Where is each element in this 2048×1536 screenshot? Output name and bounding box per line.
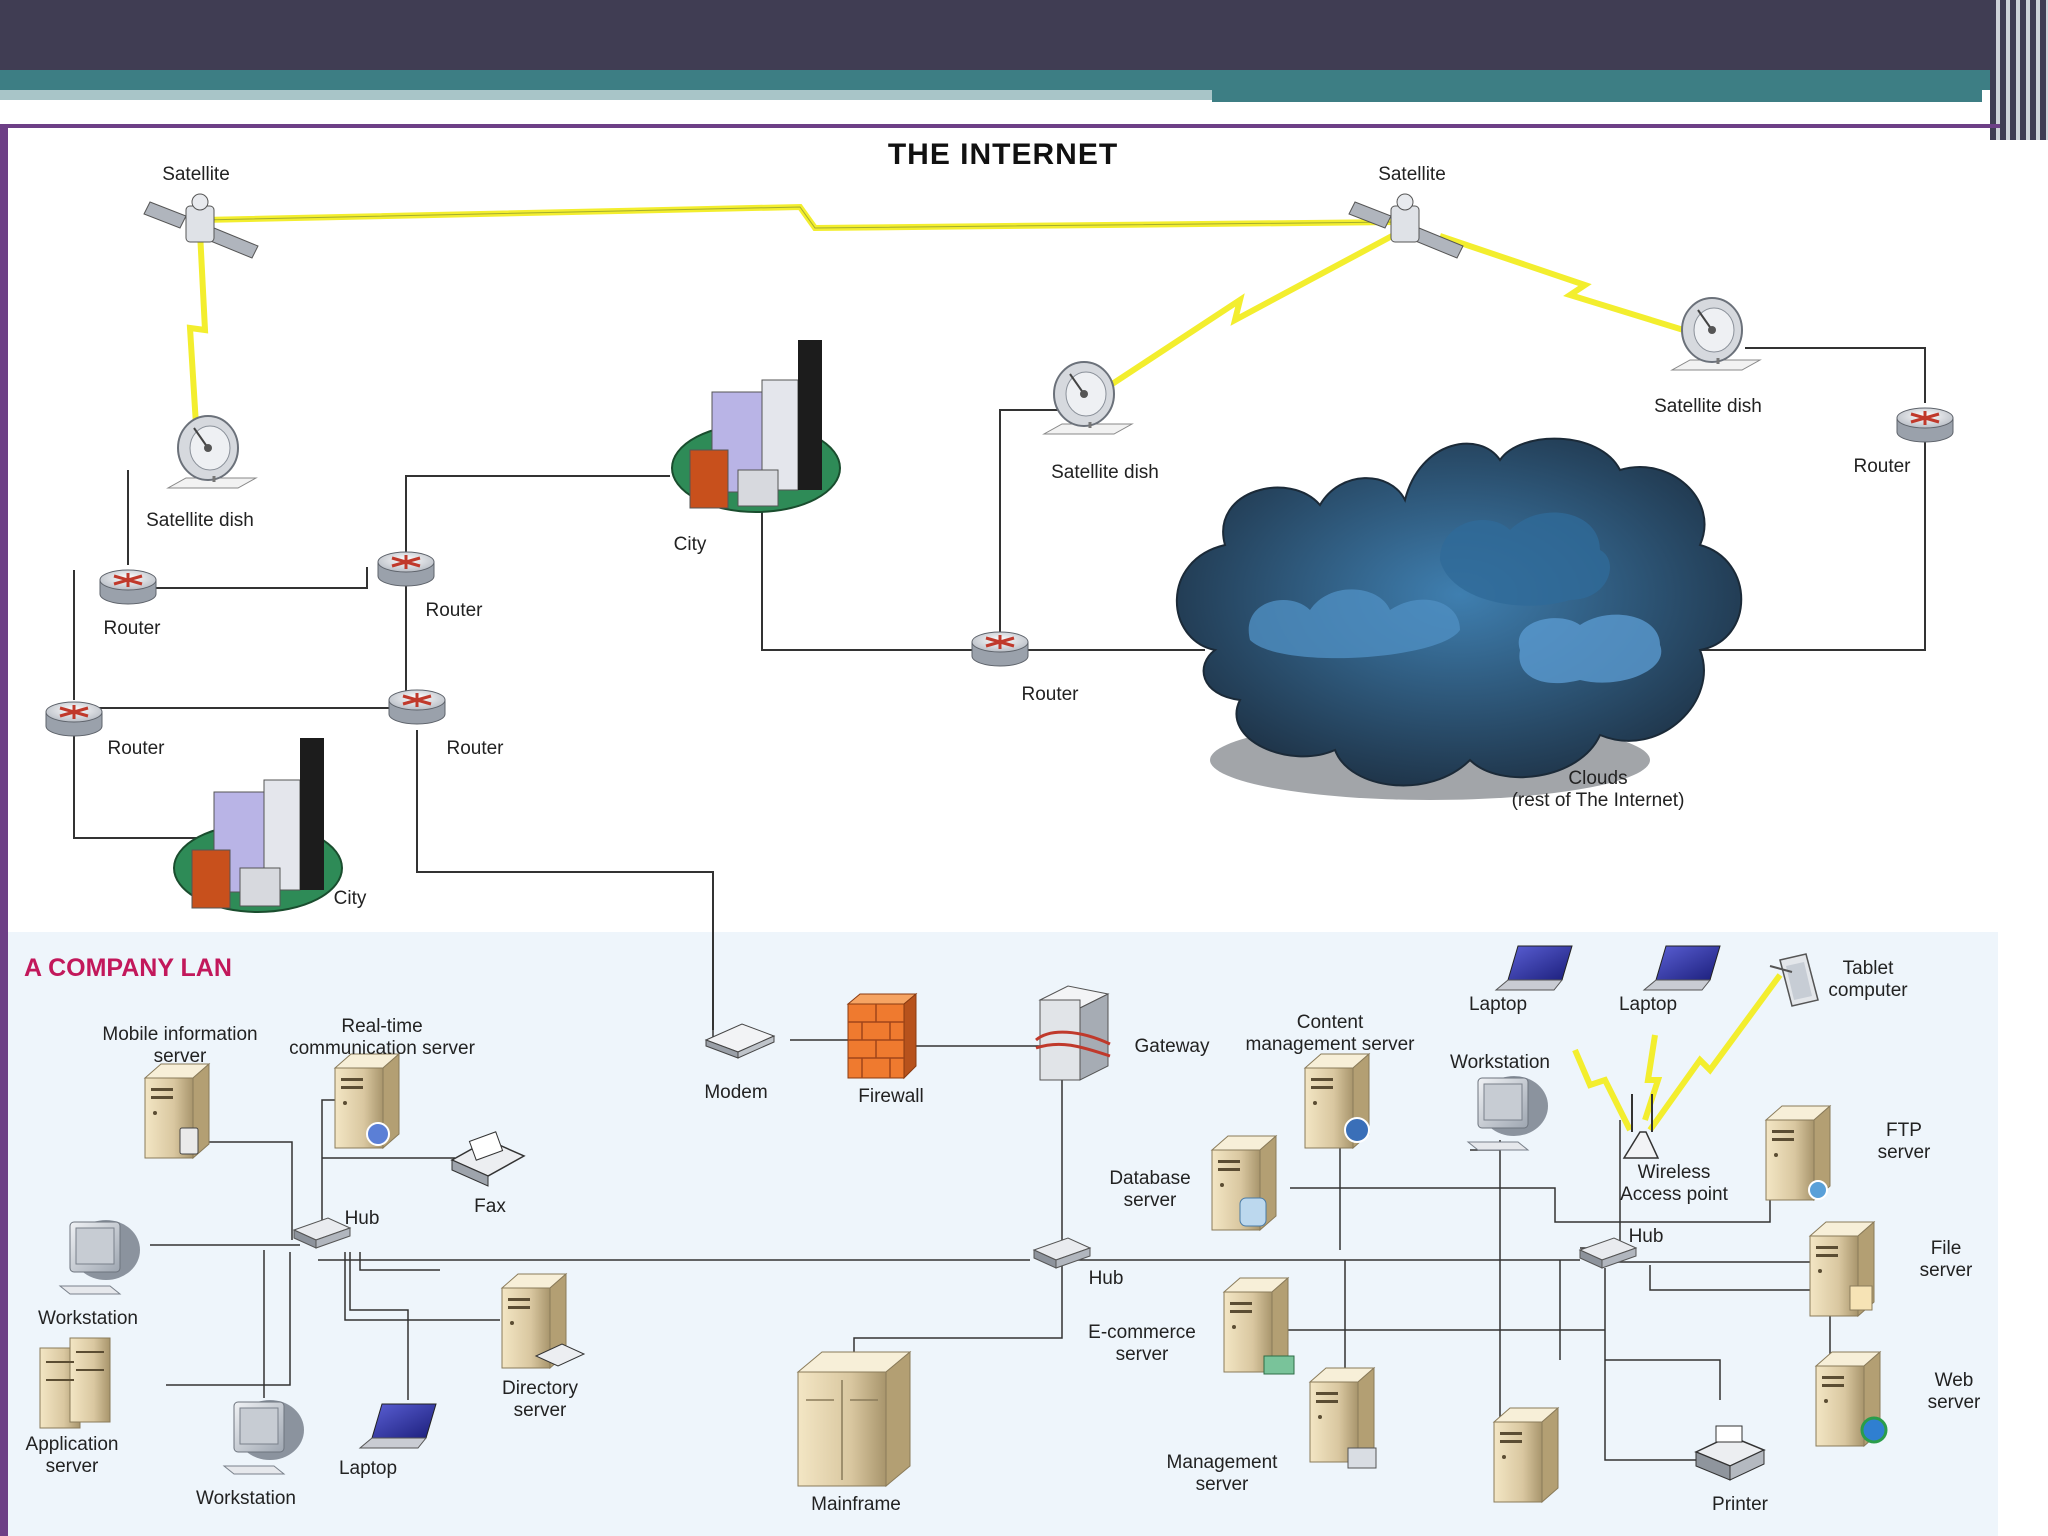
card-icon xyxy=(1263,1355,1295,1375)
city-icon xyxy=(671,340,841,513)
wireless-ap-label-2: Access point xyxy=(1620,1184,1728,1205)
printer-label: Printer xyxy=(1712,1494,1769,1515)
application-server-label-2: server xyxy=(46,1456,99,1477)
wireless-access-point-icon xyxy=(1622,1094,1660,1159)
hub-label-left: Hub xyxy=(345,1208,380,1229)
database-icon xyxy=(1239,1197,1267,1227)
workstation-label-right: Workstation xyxy=(1450,1052,1550,1073)
mainframe-label: Mainframe xyxy=(811,1494,901,1515)
diagram-title: THE INTERNET xyxy=(888,138,1118,171)
city-icon xyxy=(173,738,343,913)
disk-icon xyxy=(1808,1180,1828,1200)
phone-icon xyxy=(179,1127,199,1155)
mainframe-icon xyxy=(796,1350,912,1488)
router-label-f: Router xyxy=(1853,456,1911,477)
folder-icon xyxy=(1849,1285,1873,1311)
server-icon xyxy=(144,1063,210,1159)
router-icon xyxy=(376,550,436,588)
ecommerce-server-label-1: E-commerce xyxy=(1088,1322,1196,1343)
dish-label-right: Satellite dish xyxy=(1654,396,1762,417)
wireless-ap-label-1: Wireless xyxy=(1638,1162,1711,1183)
router-label-d: Router xyxy=(446,738,504,759)
firewall-icon xyxy=(846,992,918,1080)
router-label-e: Router xyxy=(1021,684,1079,705)
cloud-icon xyxy=(1175,437,1743,800)
clouds-label-line2: (rest of The Internet) xyxy=(1512,790,1685,811)
directory-server-label-2: server xyxy=(514,1400,567,1421)
city-label-bottom: City xyxy=(334,888,367,909)
rtc-server-label-2: communication server xyxy=(289,1038,476,1059)
content-server-label-1: Content xyxy=(1297,1012,1364,1033)
laptop-label-bottom: Laptop xyxy=(339,1458,397,1479)
laptop-label-2: Laptop xyxy=(1619,994,1677,1015)
tablet-icon xyxy=(1769,953,1819,1007)
decorative-edge xyxy=(1990,0,2048,140)
server-icon xyxy=(1493,1407,1559,1503)
tablet-label-2: computer xyxy=(1828,980,1908,1001)
modem-label: Modem xyxy=(704,1082,767,1103)
gateway-icon xyxy=(1035,985,1111,1081)
directory-server-label-1: Directory xyxy=(502,1378,579,1399)
server-icon xyxy=(39,1337,111,1429)
database-server-label-2: server xyxy=(1124,1190,1177,1211)
hub-label-right: Hub xyxy=(1629,1226,1664,1247)
modem-icon xyxy=(704,1023,776,1059)
lan-title: A COMPANY LAN xyxy=(24,954,232,982)
web-server-label-1: Web xyxy=(1935,1370,1974,1391)
accent-strip-teal xyxy=(1212,90,1982,102)
ecommerce-server-label-2: server xyxy=(1116,1344,1169,1365)
ftp-server-label-1: FTP xyxy=(1886,1120,1922,1141)
router-label-b: Router xyxy=(425,600,483,621)
application-server-label-1: Application xyxy=(26,1434,119,1455)
router-icon xyxy=(1895,406,1955,444)
router-label-c: Router xyxy=(107,738,165,759)
rtc-server-label-1: Real-time xyxy=(341,1016,422,1037)
user-icon xyxy=(366,1122,390,1146)
management-server-label-1: Management xyxy=(1167,1452,1279,1473)
mobile-server-label-2: server xyxy=(154,1046,207,1067)
city-label-top: City xyxy=(674,534,707,555)
clouds-label-line1: Clouds xyxy=(1568,768,1627,789)
file-server-label-2: server xyxy=(1920,1260,1973,1281)
fax-label: Fax xyxy=(474,1196,506,1217)
tools-icon xyxy=(1347,1447,1377,1469)
dish-label-center: Satellite dish xyxy=(1051,462,1159,483)
satellite-dish-icon xyxy=(1670,296,1762,372)
content-server-label-2: management server xyxy=(1246,1034,1416,1055)
router-icon xyxy=(387,688,447,726)
router-icon xyxy=(44,700,104,738)
header-bar xyxy=(0,0,2048,70)
printer-icon xyxy=(1694,1425,1766,1481)
dish-label-left: Satellite dish xyxy=(146,510,254,531)
hub-label-center: Hub xyxy=(1089,1268,1124,1289)
frame-top-line xyxy=(0,124,2000,128)
firewall-label: Firewall xyxy=(858,1086,923,1107)
database-server-label-1: Database xyxy=(1109,1168,1190,1189)
globe-icon xyxy=(1860,1416,1888,1444)
file-server-label-1: File xyxy=(1931,1238,1962,1259)
router-icon xyxy=(970,630,1030,668)
workstation-label-bottom: Workstation xyxy=(196,1488,296,1509)
satellite-label-left: Satellite xyxy=(162,164,230,185)
tablet-label-1: Tablet xyxy=(1843,958,1894,979)
frame-left-border xyxy=(0,124,8,1536)
workstation-label-left: Workstation xyxy=(38,1308,138,1329)
router-icon xyxy=(98,568,158,606)
fax-icon xyxy=(450,1131,526,1187)
printer-icon xyxy=(534,1343,586,1367)
mobile-server-label-1: Mobile information xyxy=(102,1024,257,1045)
globe-icon xyxy=(1344,1117,1370,1143)
ftp-server-label-2: server xyxy=(1878,1142,1931,1163)
satellite-label-right: Satellite xyxy=(1378,164,1446,185)
accent-strip-light xyxy=(0,90,1212,100)
router-label-a: Router xyxy=(103,618,161,639)
satellite-dish-icon xyxy=(1042,360,1134,436)
accent-band xyxy=(0,70,2048,90)
satellite-dish-icon xyxy=(166,414,258,490)
web-server-label-2: server xyxy=(1928,1392,1981,1413)
laptop-label-1: Laptop xyxy=(1469,994,1527,1015)
gateway-label: Gateway xyxy=(1135,1036,1210,1057)
management-server-label-2: server xyxy=(1196,1474,1249,1495)
